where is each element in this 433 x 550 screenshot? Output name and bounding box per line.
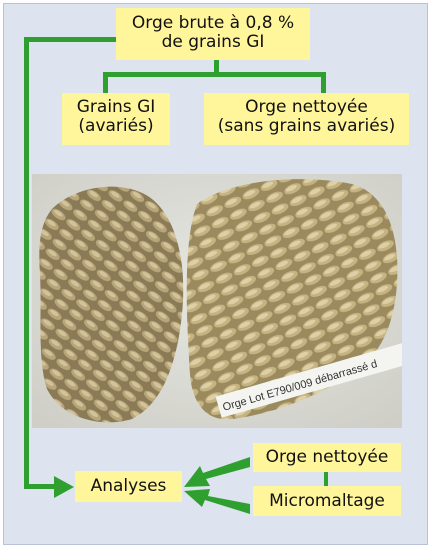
analyses-box: Analyses: [75, 471, 182, 502]
orge-brute-box: Orge brute à 0,8 % de grains GI: [116, 8, 310, 60]
orge-nettoyee-bottom-box: Orge nettoyée: [253, 443, 401, 472]
orge-brute-line2: de grains GI: [116, 33, 310, 52]
orge-nettoyee-top-box: Orge nettoyée (sans grains avariés): [204, 93, 409, 145]
grains-gi-line2: (avariés): [62, 117, 170, 136]
damaged-grains-pile: [39, 187, 183, 423]
barley-grains-illustration: Orge Lot E790/009 débarrassé d: [32, 174, 402, 428]
orge-nettoyee-top-line1: Orge nettoyée: [204, 98, 409, 117]
micromaltage-box: Micromaltage: [253, 486, 401, 516]
arrow-from-micromaltage: [184, 489, 250, 514]
orge-nettoyee-top-line2: (sans grains avariés): [204, 117, 409, 136]
left-arrow-head: [54, 476, 74, 498]
arrow-from-orge-nettoyee: [184, 457, 250, 487]
barley-grains-photo: Orge Lot E790/009 débarrassé d: [32, 174, 402, 428]
orge-brute-line1: Orge brute à 0,8 %: [116, 14, 310, 33]
grains-gi-line1: Grains GI: [62, 98, 170, 117]
grains-gi-box: Grains GI (avariés): [62, 93, 170, 145]
